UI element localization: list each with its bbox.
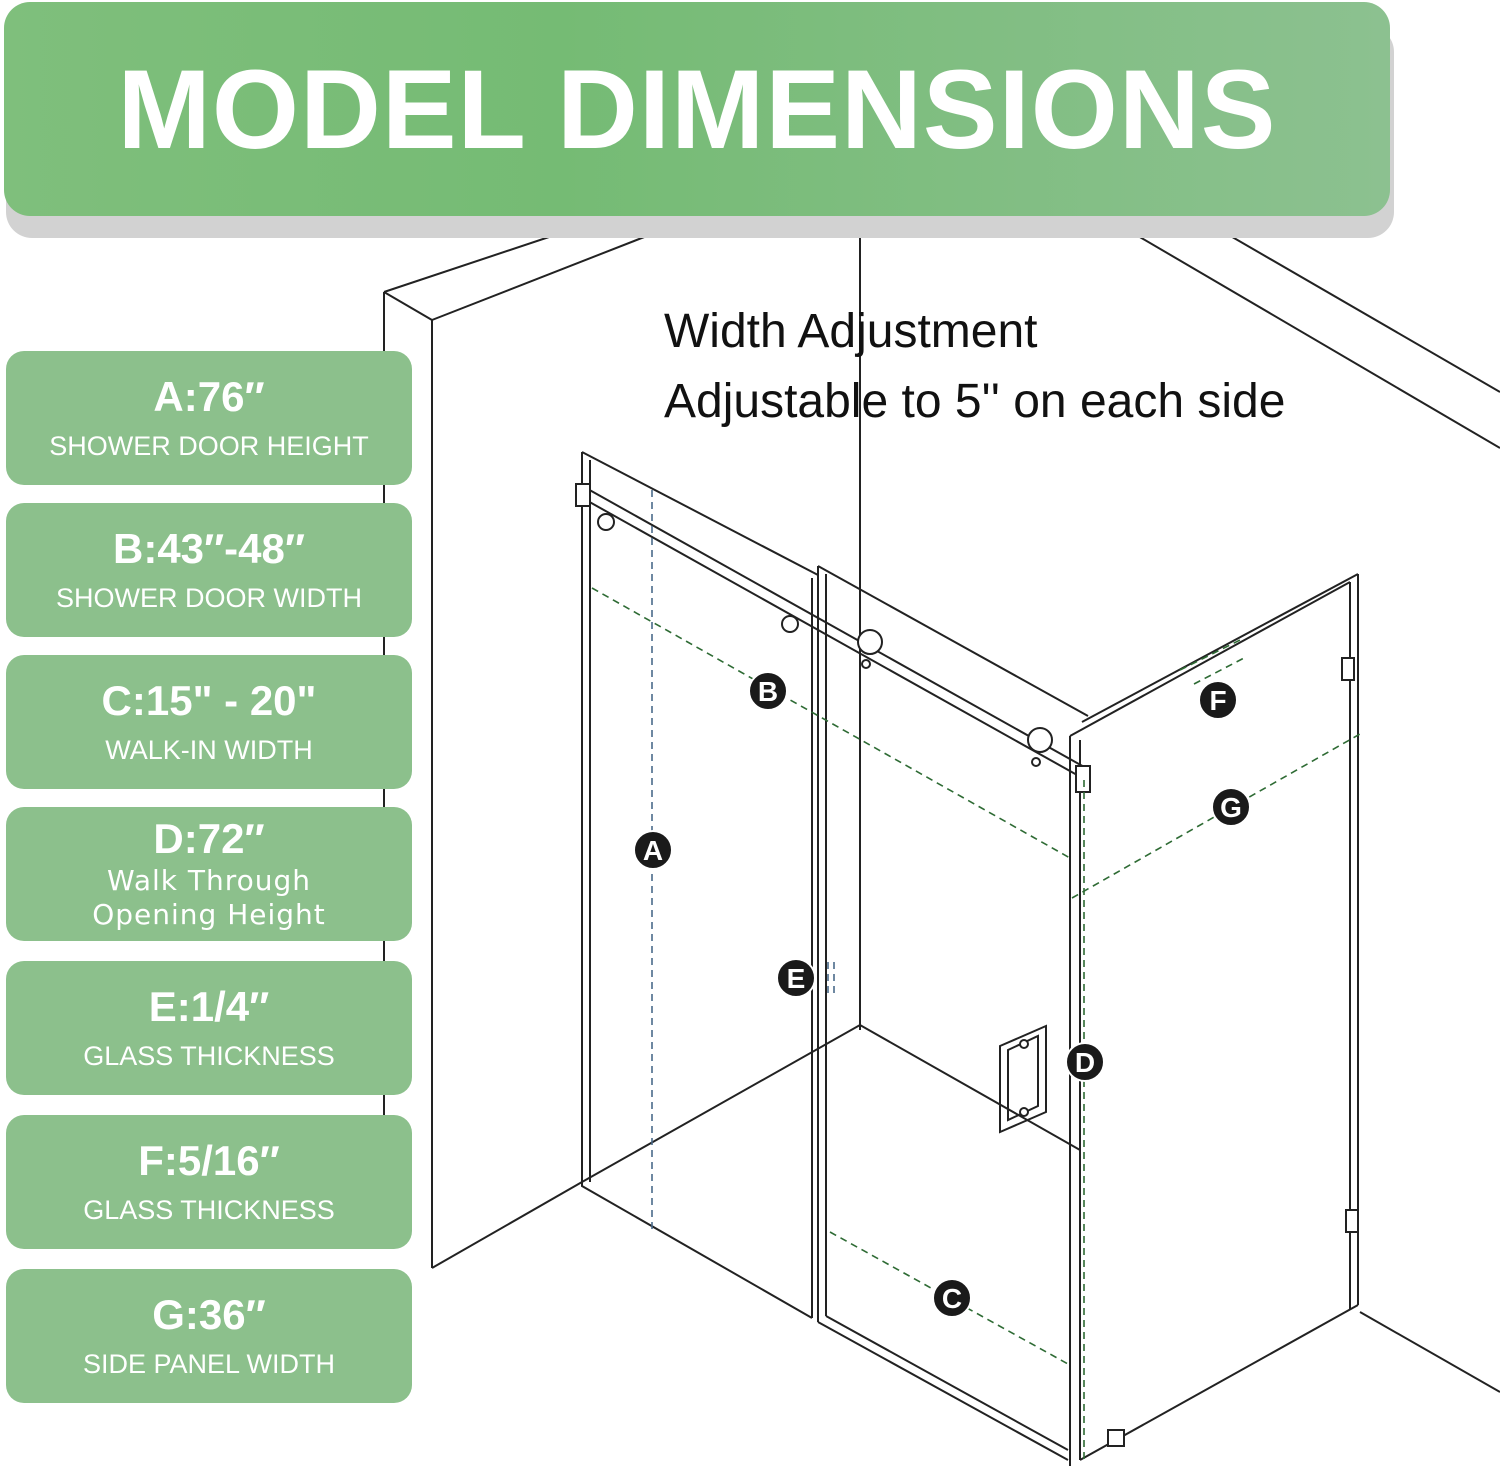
dimension-markers: A B C D E F G — [633, 671, 1251, 1318]
marker-g: G — [1211, 787, 1251, 827]
spec-code: D:72″ — [153, 815, 265, 862]
svg-text:D: D — [1075, 1047, 1095, 1078]
marker-b: B — [748, 671, 788, 711]
marker-c: C — [932, 1278, 972, 1318]
svg-text:B: B — [758, 676, 778, 707]
hinges — [1107, 657, 1359, 1447]
marker-f: F — [1198, 680, 1238, 720]
spec-card-g: G:36″ SIDE PANEL WIDTH — [6, 1269, 412, 1403]
spec-label: SHOWER DOOR WIDTH — [56, 583, 362, 613]
spec-code: B:43″-48″ — [113, 525, 305, 572]
spec-label: SHOWER DOOR HEIGHT — [49, 431, 369, 461]
spec-card-a: A:76″ SHOWER DOOR HEIGHT — [6, 351, 412, 485]
spec-label: GLASS THICKNESS — [83, 1195, 335, 1225]
spec-card-c: C:15" - 20" WALK-IN WIDTH — [6, 655, 412, 789]
spec-card-d: D:72″ Walk Through Opening Height — [6, 807, 412, 941]
spec-card-f: F:5/16″ GLASS THICKNESS — [6, 1115, 412, 1249]
spec-card-b: B:43″-48″ SHOWER DOOR WIDTH — [6, 503, 412, 637]
svg-text:C: C — [942, 1283, 962, 1314]
page-title: MODEL DIMENSIONS — [117, 46, 1277, 172]
note-detail: Adjustable to 5'' on each side — [664, 375, 1286, 428]
svg-text:E: E — [787, 963, 806, 994]
spec-code: A:76″ — [153, 373, 265, 420]
marker-e: E — [776, 958, 816, 998]
spec-code: C:15" - 20" — [101, 677, 317, 724]
handle — [999, 1024, 1047, 1134]
marker-a: A — [633, 830, 673, 870]
title-banner: MODEL DIMENSIONS — [4, 2, 1390, 216]
spec-label: GLASS THICKNESS — [83, 1041, 335, 1071]
spec-label: SIDE PANEL WIDTH — [82, 1349, 336, 1379]
slider-bar — [575, 483, 1091, 793]
note-heading: Width Adjustment — [664, 305, 1038, 358]
spec-label: WALK-IN WIDTH — [105, 735, 313, 765]
spec-code: E:1/4″ — [148, 983, 270, 1030]
svg-text:G: G — [1220, 792, 1242, 823]
spec-code: G:36″ — [152, 1291, 266, 1338]
svg-text:F: F — [1209, 685, 1226, 716]
spec-label: Walk Through Opening Height — [92, 864, 326, 931]
spec-code: F:5/16″ — [138, 1137, 280, 1184]
spec-card-e: E:1/4″ GLASS THICKNESS — [6, 961, 412, 1095]
marker-d: D — [1065, 1042, 1105, 1082]
glass-panels — [581, 451, 1359, 1466]
svg-text:A: A — [643, 835, 663, 866]
